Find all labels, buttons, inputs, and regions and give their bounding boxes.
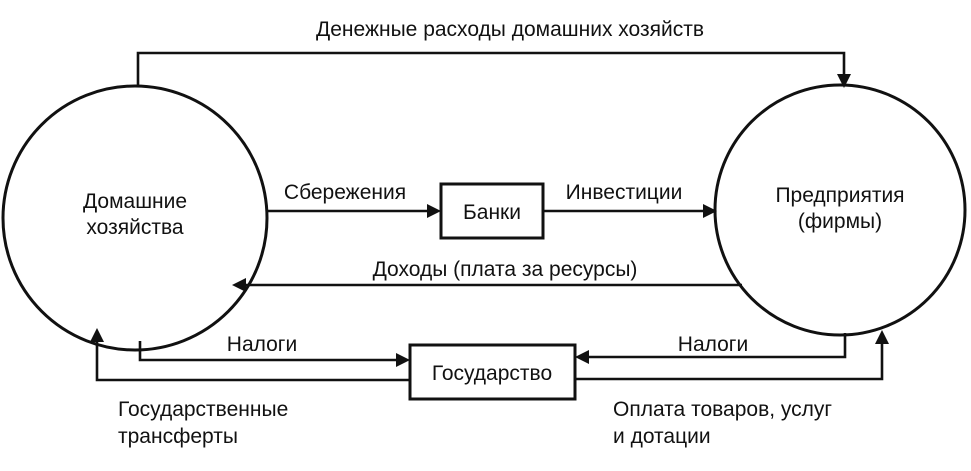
taxes-firms-flow: Налоги	[575, 333, 847, 364]
transfers-label-line2: трансферты	[118, 425, 238, 448]
household-spending-arrowhead	[837, 74, 851, 88]
households-label-line2: хозяйства	[86, 216, 183, 239]
taxes-firms-label: Налоги	[678, 333, 748, 356]
firms-label-line2: (фирмы)	[798, 210, 882, 233]
transfers-arrowhead	[90, 328, 104, 342]
savings-label: Сбережения	[284, 181, 406, 204]
taxes-households-arrowhead	[396, 353, 410, 367]
households-circle	[1, 84, 269, 352]
payments-arrowhead	[875, 330, 889, 344]
banks-box	[439, 182, 545, 240]
taxes-households-flow: Налоги	[138, 333, 410, 367]
taxes-households-label: Налоги	[227, 333, 297, 356]
firms-node: Предприятия (фирмы)	[713, 83, 967, 337]
households-label-line1: Домашние	[83, 190, 187, 213]
investments-arrowhead	[703, 204, 717, 218]
banks-label: Банки	[463, 201, 521, 224]
taxes-firms-arrowhead	[575, 350, 589, 364]
taxes-firms-line	[589, 333, 847, 359]
household-spending-label: Денежные расходы домашних хозяйств	[316, 18, 704, 41]
savings-flow: Сбережения	[267, 181, 441, 218]
investments-label: Инвестиции	[566, 181, 683, 204]
households-node: Домашние хозяйства	[1, 84, 269, 352]
transfers-line	[95, 342, 410, 382]
payments-label-line1: Оплата товаров, услуг	[613, 398, 832, 421]
savings-arrowhead	[427, 204, 441, 218]
firms-label-line1: Предприятия	[775, 184, 904, 207]
government-node: Государство	[408, 343, 577, 401]
government-label: Государство	[432, 362, 552, 385]
banks-node: Банки	[439, 182, 545, 240]
investments-flow: Инвестиции	[543, 181, 717, 218]
government-box	[408, 343, 577, 401]
payments-line	[575, 344, 884, 381]
incomes-arrowhead	[232, 278, 246, 292]
transfers-label-line1: Государственные	[118, 398, 288, 421]
taxes-households-line	[138, 341, 396, 362]
payments-flow: Оплата товаров, услуг и дотации	[575, 330, 889, 448]
household-spending-flow: Денежные расходы домашних хозяйств	[136, 18, 851, 88]
household-spending-line	[136, 51, 846, 86]
payments-label-line2: и дотации	[613, 425, 711, 448]
incomes-flow: Доходы (плата за ресурсы)	[232, 258, 742, 292]
transfers-flow: Государственные трансферты	[90, 328, 410, 448]
incomes-label: Доходы (плата за ресурсы)	[373, 258, 638, 281]
